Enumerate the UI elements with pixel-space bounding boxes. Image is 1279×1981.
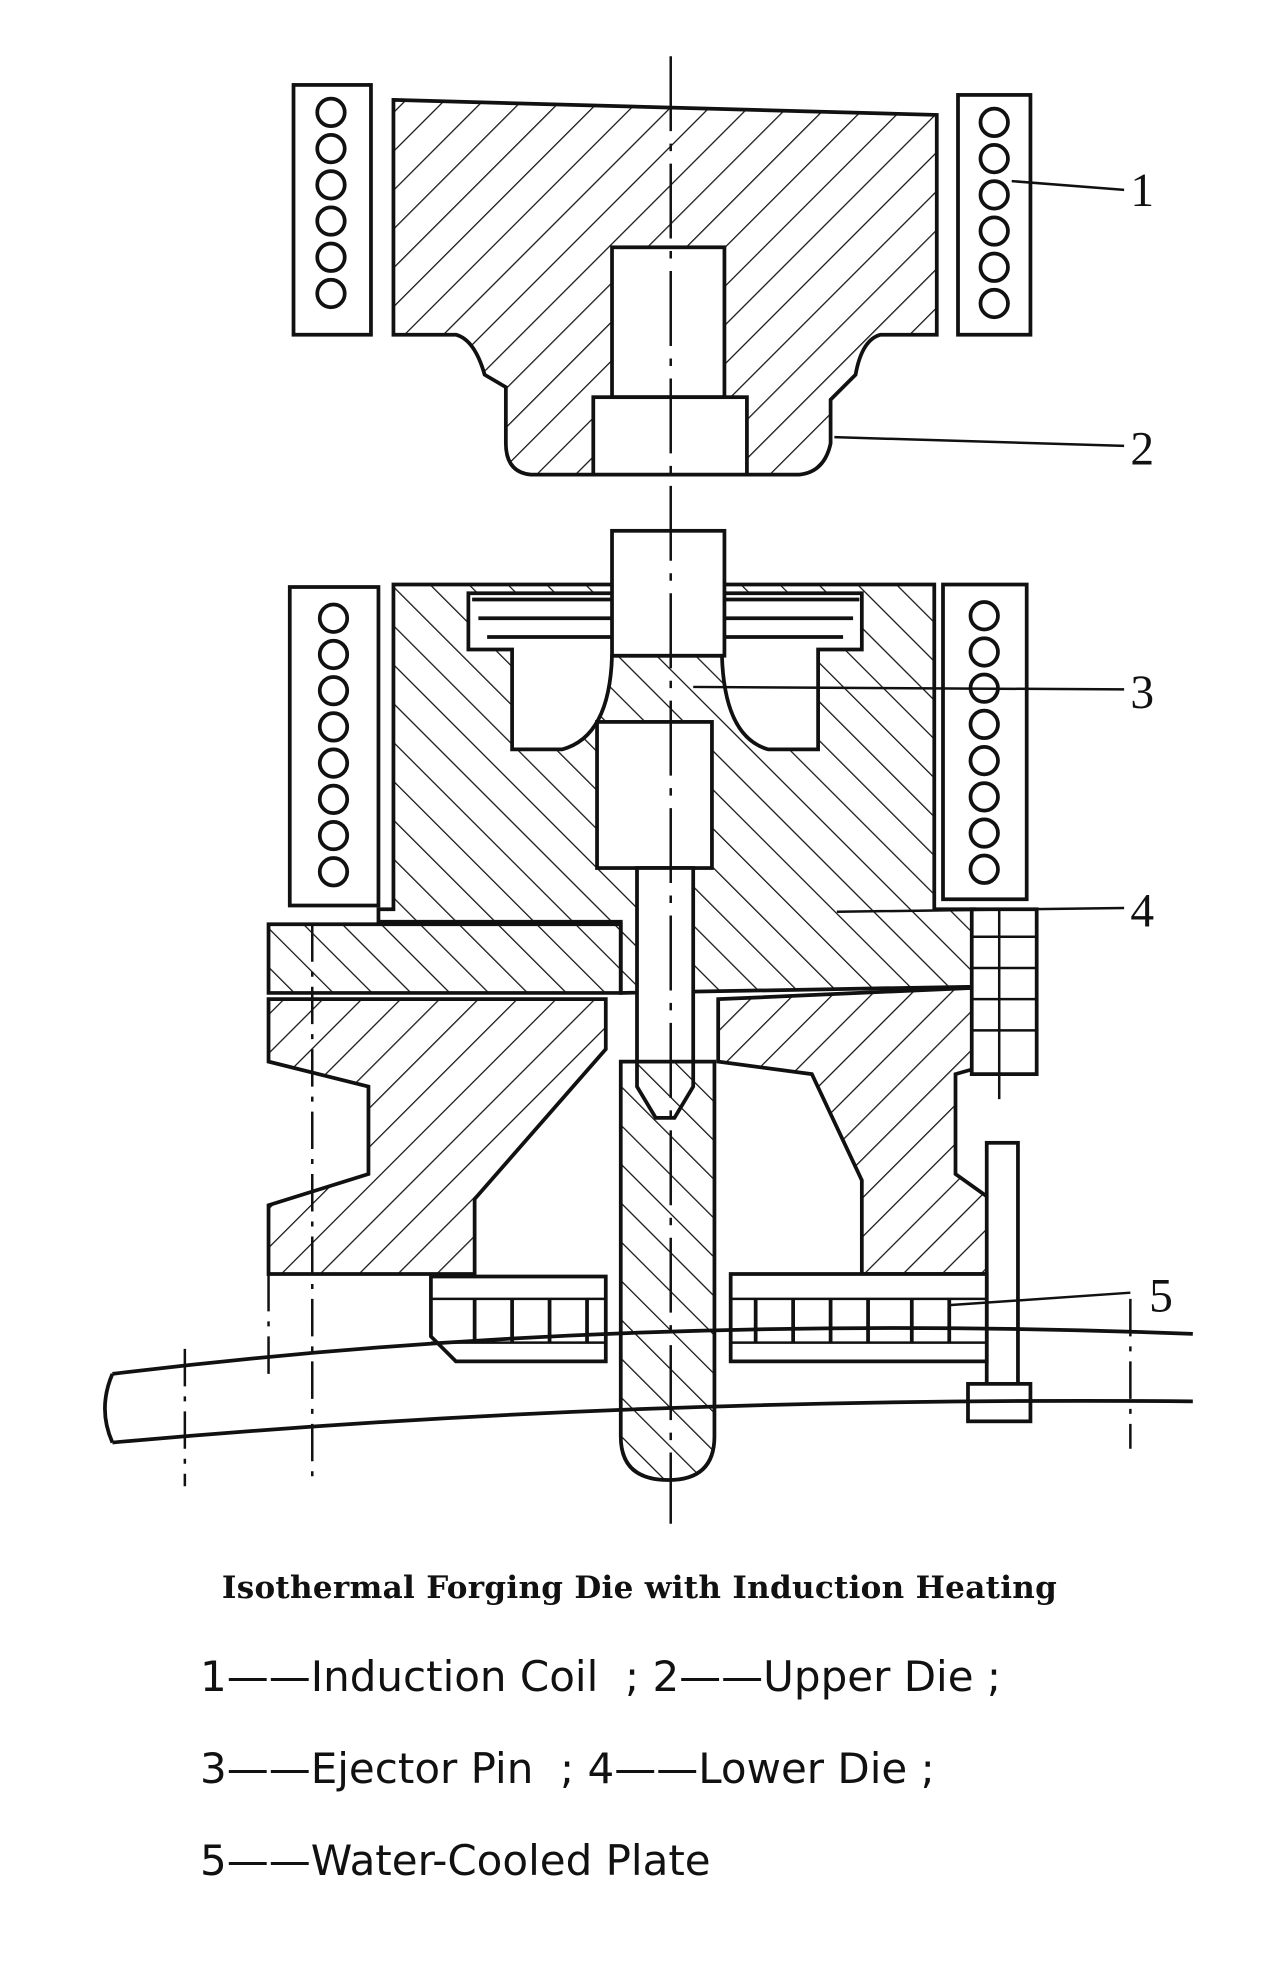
upper-left-induction-coil: [291, 83, 373, 337]
callout-1: 1: [1130, 165, 1154, 217]
legend-line-2: 3——Ejector Pin ; 4——Lower Die ;: [200, 1744, 935, 1793]
bolt-upper: [969, 907, 1039, 1100]
press-base: [103, 1326, 1193, 1445]
callout-3: 3: [1130, 667, 1154, 719]
right-support: [716, 984, 1002, 1276]
forging-die-diagram: 1 2 3 4 5: [103, 56, 1193, 1524]
legend-line-3: 5——Water-Cooled Plate: [200, 1836, 711, 1885]
callout-2: 2: [1130, 424, 1154, 476]
die-holder-plate: [266, 922, 623, 995]
lower-right-induction-coil: [941, 582, 1029, 902]
callout-5: 5: [1149, 1270, 1173, 1322]
legend-line-1: 1——Induction Coil ; 2——Upper Die ;: [200, 1652, 1002, 1701]
callout-4: 4: [1130, 886, 1154, 938]
left-support: [266, 997, 608, 1276]
leader-lines: [693, 179, 1131, 1307]
lower-left-induction-coil: [287, 585, 381, 908]
figure-title: Isothermal Forging Die with Induction He…: [221, 1570, 1058, 1606]
upper-right-induction-coil: [956, 93, 1033, 337]
ejector-pin: [595, 528, 727, 1482]
